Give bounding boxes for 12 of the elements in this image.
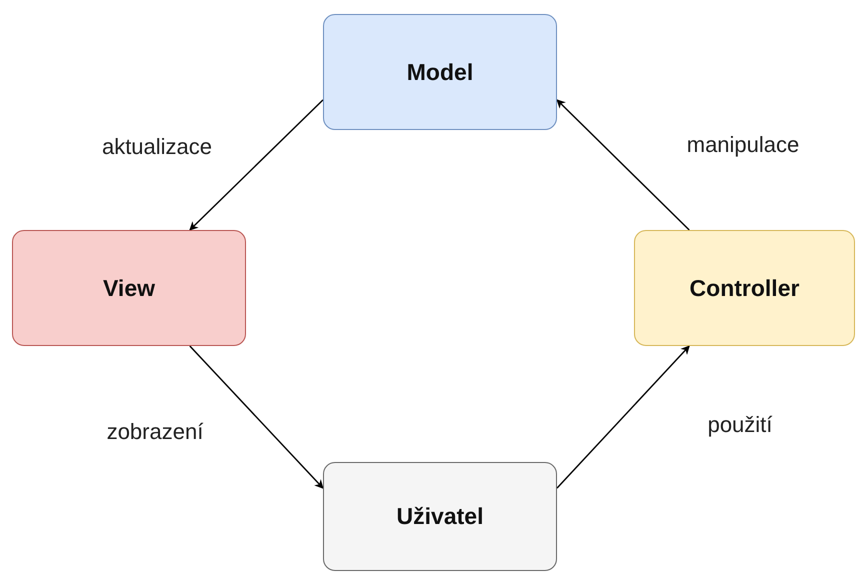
arrow [556, 99, 690, 230]
process-box [12, 230, 246, 346]
arrow [556, 345, 690, 489]
arrow [189, 99, 324, 231]
node-label: Uživatel [396, 503, 484, 530]
arrow [189, 346, 324, 489]
process-box [634, 230, 855, 346]
process-box [323, 462, 557, 571]
node-label: Model [406, 58, 474, 86]
node-label: View [103, 274, 155, 302]
process-box [323, 14, 557, 130]
node-label: Controller [690, 274, 800, 302]
